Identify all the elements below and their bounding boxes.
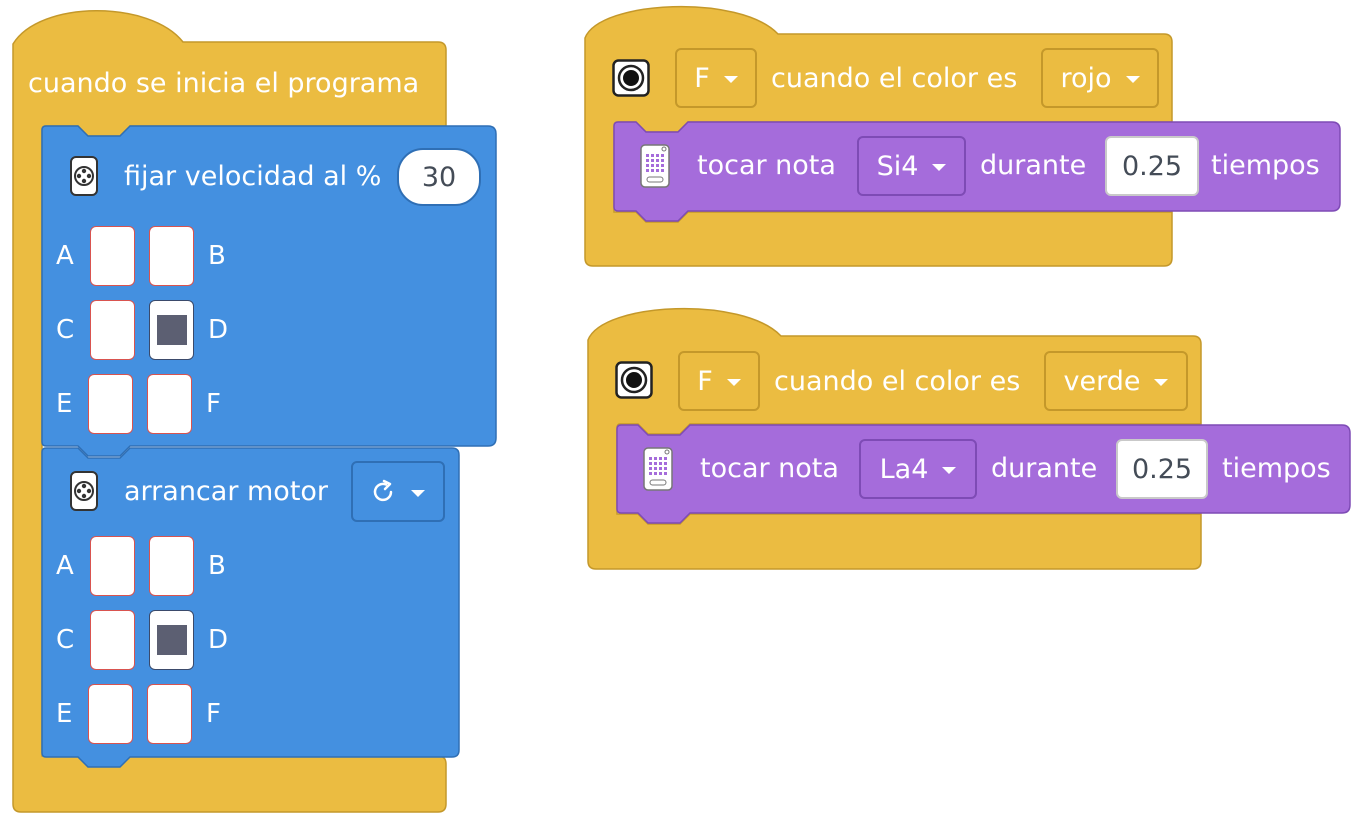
during-label: durante — [991, 453, 1098, 484]
chevron-down-icon — [411, 489, 425, 497]
port-a-checkbox[interactable] — [90, 226, 135, 286]
note-value: Si4 — [876, 150, 919, 182]
beats-label: tiempos — [1222, 453, 1331, 484]
direction-dropdown[interactable] — [351, 461, 445, 522]
port-label-f: F — [206, 389, 221, 419]
when-color-label: cuando el color es — [771, 63, 1018, 94]
port-a-checkbox[interactable] — [90, 536, 135, 596]
chevron-down-icon — [1125, 76, 1140, 83]
port-label-f: F — [206, 699, 221, 729]
color-value: verde — [1063, 365, 1141, 397]
note-dropdown[interactable]: Si4 — [857, 136, 966, 196]
beats-label: tiempos — [1211, 150, 1320, 181]
during-label: durante — [980, 150, 1087, 181]
duration-input[interactable]: 0.25 — [1116, 439, 1208, 499]
start-motor-block-shape[interactable] — [41, 447, 460, 768]
clockwise-arrow-icon — [373, 479, 393, 501]
chevron-down-icon — [723, 76, 738, 83]
set-speed-block-shape[interactable] — [41, 125, 497, 457]
port-label-c: C — [56, 625, 75, 655]
note-value: La4 — [879, 453, 929, 485]
color-dropdown[interactable]: verde — [1044, 351, 1188, 411]
when-color-label: cuando el color es — [774, 366, 1021, 397]
port-label-b: B — [208, 551, 226, 581]
chevron-down-icon — [932, 164, 947, 171]
port-label-a: A — [56, 241, 74, 271]
set-speed-label: fijar velocidad al % — [124, 161, 382, 192]
color-sensor-icon — [612, 59, 650, 97]
color-dropdown[interactable]: rojo — [1041, 48, 1159, 108]
port-b-checkbox[interactable] — [149, 536, 194, 596]
play-note-label: tocar nota — [697, 150, 836, 181]
start-motor-label: arrancar motor — [124, 476, 329, 507]
motor-hub-icon — [70, 156, 98, 196]
port-d-checkbox[interactable] — [149, 300, 194, 360]
port-c-checkbox[interactable] — [90, 610, 135, 670]
port-b-checkbox[interactable] — [149, 226, 194, 286]
port-f-checkbox[interactable] — [147, 374, 192, 434]
sensor-port-dropdown[interactable]: F — [678, 351, 760, 411]
speed-value-input[interactable]: 30 — [397, 148, 481, 206]
speaker-icon — [643, 447, 673, 491]
program-start-label: cuando se inicia el programa — [28, 68, 420, 99]
sensor-port-value: F — [697, 365, 713, 397]
play-note-label: tocar nota — [700, 453, 839, 484]
port-label-d: D — [208, 315, 229, 345]
chevron-down-icon — [1154, 379, 1169, 386]
sensor-port-dropdown[interactable]: F — [675, 48, 757, 108]
port-e-checkbox[interactable] — [88, 684, 133, 744]
motor-hub-icon — [70, 471, 98, 511]
port-label-a: A — [56, 551, 74, 581]
port-label-c: C — [56, 315, 75, 345]
note-dropdown[interactable]: La4 — [859, 439, 977, 499]
port-label-e: E — [56, 389, 73, 419]
speaker-icon — [640, 144, 670, 188]
color-value: rojo — [1060, 62, 1112, 94]
port-f-checkbox[interactable] — [147, 684, 192, 744]
duration-input[interactable]: 0.25 — [1105, 136, 1199, 196]
color-sensor-icon — [615, 361, 653, 399]
chevron-down-icon — [726, 379, 741, 386]
port-label-b: B — [208, 241, 226, 271]
sensor-port-value: F — [694, 62, 710, 94]
port-e-checkbox[interactable] — [88, 374, 133, 434]
chevron-down-icon — [942, 467, 957, 474]
port-label-d: D — [208, 625, 229, 655]
port-d-checkbox[interactable] — [149, 610, 194, 670]
port-c-checkbox[interactable] — [90, 300, 135, 360]
port-label-e: E — [56, 699, 73, 729]
